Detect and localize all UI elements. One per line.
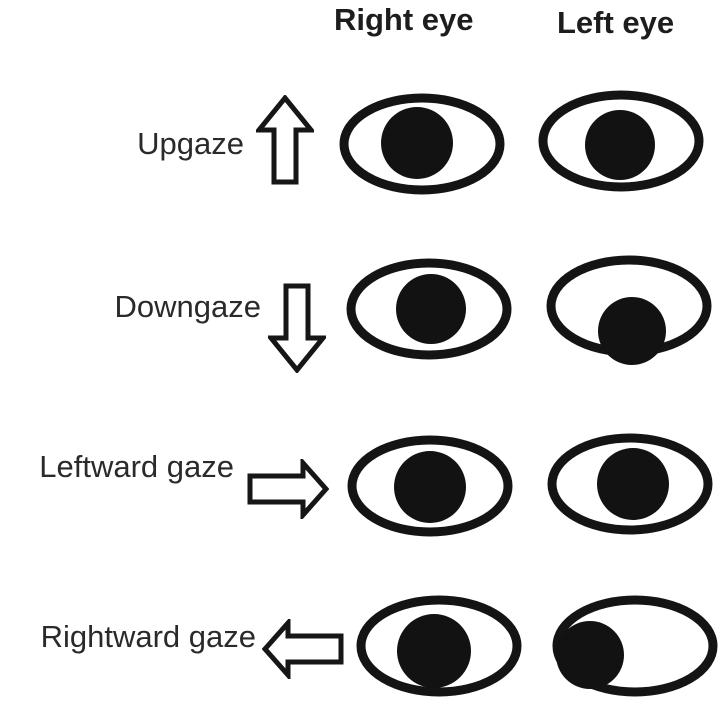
column-header-right-eye: Right eye (334, 2, 474, 37)
right-eye-diagram (347, 435, 513, 537)
gaze-label: Rightward gaze (40, 619, 256, 654)
right-eye-diagram (356, 595, 522, 697)
right-eye-diagram (346, 258, 512, 360)
left-eye-diagram (547, 433, 713, 535)
left-eye-diagram (538, 90, 704, 192)
down-arrow-icon (268, 283, 326, 373)
pupil (397, 614, 471, 688)
column-header-left-eye: Left eye (557, 5, 675, 40)
pupil (396, 274, 466, 344)
pupil (597, 448, 669, 520)
pupil (598, 297, 666, 365)
gaze-label: Upgaze (137, 126, 244, 161)
pupil (394, 451, 466, 523)
pupil (585, 110, 655, 180)
gaze-label: Leftward gaze (39, 449, 234, 484)
pupil (381, 107, 453, 179)
left-eye-diagram (546, 255, 712, 365)
gaze-label: Downgaze (114, 289, 261, 324)
left-arrow-icon (262, 619, 344, 679)
pupil (556, 621, 624, 689)
right-arrow-icon (247, 459, 329, 519)
up-arrow-icon (256, 95, 314, 185)
left-eye-diagram (552, 595, 718, 697)
right-eye-diagram (339, 93, 505, 195)
